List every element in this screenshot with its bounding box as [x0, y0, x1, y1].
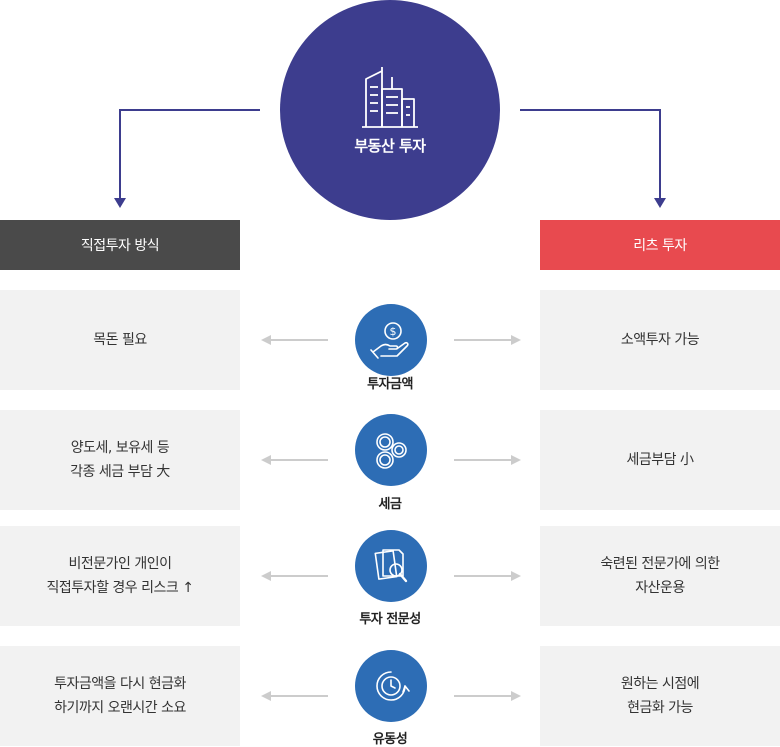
row-4-arrows: [261, 691, 521, 701]
clock-cycle-icon: [376, 671, 410, 701]
row-1-right-box: 소액투자 가능: [540, 290, 780, 390]
row-3-left-text: 비전문가인 개인이 직접투자할 경우 리스크 ↑: [46, 556, 194, 596]
row-4-left-text: 투자금액을 다시 현금화 하기까지 오랜시간 소요: [54, 676, 186, 716]
hub-title: 부동산 투자: [354, 136, 426, 155]
row-4-right-box: 원하는 시점에 현금화 가능: [540, 646, 780, 746]
row-4-right-text: 원하는 시점에 현금화 가능: [620, 676, 700, 716]
row-2-category-label: 세금: [378, 497, 402, 512]
row-2-right-box: 세금부담 小: [540, 410, 780, 510]
coins-icon: [376, 433, 407, 469]
row-2-left-box: 양도세, 보유세 등 각종 세금 부담 大: [0, 410, 240, 510]
document-search-icon: [374, 549, 408, 583]
row-2-category-circle: [355, 414, 427, 486]
row-arrows: [261, 335, 521, 701]
direct-investment-header: 직접투자 방식: [0, 220, 240, 270]
row-1-left-box: 목돈 필요: [0, 290, 240, 390]
row-1-category-circle: $: [355, 304, 427, 376]
reits-header: 리츠 투자: [540, 220, 780, 270]
row-2-right-text: 세금부담 小: [626, 452, 694, 468]
row-3-left-box: 비전문가인 개인이 직접투자할 경우 리스크 ↑: [0, 526, 240, 626]
row-1-arrows: [261, 335, 521, 345]
row-1-right-text: 소액투자 가능: [620, 332, 700, 348]
hub-to-right-connector: [520, 109, 666, 208]
row-3-arrows: [261, 571, 521, 581]
reits-header-label: 리츠 투자: [633, 238, 687, 254]
row-3-category-label: 투자 전문성: [359, 612, 421, 627]
row-4-category-label: 유동성: [372, 732, 408, 747]
row-2-arrows: [261, 455, 521, 465]
row-2-left-text: 양도세, 보유세 등 각종 세금 부담 大: [70, 440, 170, 480]
svg-text:$: $: [390, 325, 397, 338]
money-hand-icon: $: [370, 322, 409, 359]
row-3-right-box: 숙련된 전문가에 의한 자산운용: [540, 526, 780, 626]
row-4-category-circle: [355, 650, 427, 722]
row-4-left-box: 투자금액을 다시 현금화 하기까지 오랜시간 소요: [0, 646, 240, 746]
hub-circle: 부동산 투자: [280, 0, 500, 220]
buildings-icon: [362, 66, 418, 128]
hub-to-left-connector: [114, 109, 260, 208]
row-1-left-text: 목돈 필요: [93, 332, 147, 348]
row-3-category-circle: [355, 530, 427, 602]
row-1-category-label: 투자금액: [367, 377, 413, 392]
row-3-right-text: 숙련된 전문가에 의한 자산운용: [600, 556, 720, 596]
direct-investment-header-label: 직접투자 방식: [80, 238, 160, 254]
